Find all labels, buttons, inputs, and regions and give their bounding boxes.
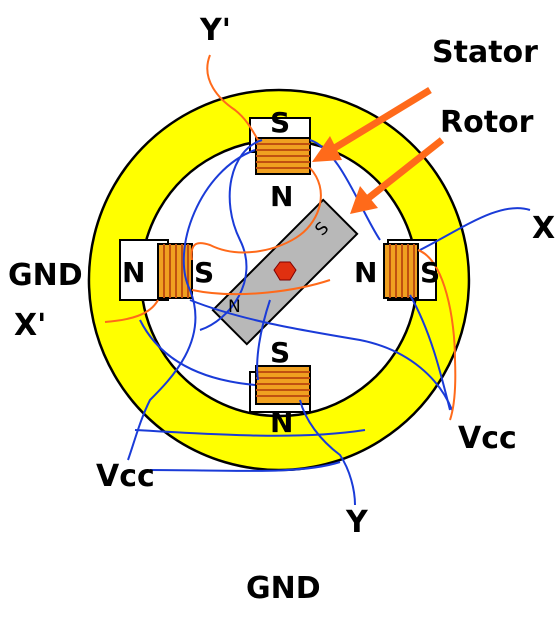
- bottom-coil: [255, 365, 311, 405]
- rotor: [211, 198, 359, 346]
- label-gnd-left: GND: [8, 258, 83, 293]
- stator-arrow: [312, 87, 432, 162]
- rotor-pivot: [273, 261, 297, 281]
- orange-wires: [104, 54, 457, 421]
- pole-top-inner: N: [270, 180, 293, 213]
- top-coil: [255, 137, 311, 175]
- rotor-arrow: [350, 137, 445, 214]
- pole-bottom-inner: S: [270, 336, 290, 369]
- pole-top-outer: S: [270, 106, 290, 139]
- right-coil: [383, 243, 419, 299]
- pole-right-outer: S: [420, 256, 440, 289]
- pole-bottom-outer: N: [270, 406, 293, 439]
- label-vcc-left: Vcc: [96, 459, 155, 494]
- label-y: Y: [345, 505, 369, 540]
- label-y-prime: Y': [199, 13, 231, 48]
- left-coil: [157, 243, 193, 299]
- label-x-prime: X': [14, 308, 46, 343]
- rotor-pole-lower: N: [228, 297, 241, 317]
- label-stator: Stator: [432, 35, 538, 70]
- blue-wires: [127, 139, 531, 506]
- pole-left-outer: N: [122, 256, 145, 289]
- label-rotor: Rotor: [440, 105, 534, 140]
- pole-left-inner: S: [194, 256, 214, 289]
- label-vcc-right: Vcc: [458, 421, 517, 456]
- pole-right-inner: N: [354, 256, 377, 289]
- label-gnd-bottom: GND: [246, 571, 321, 606]
- label-x: X: [532, 211, 555, 246]
